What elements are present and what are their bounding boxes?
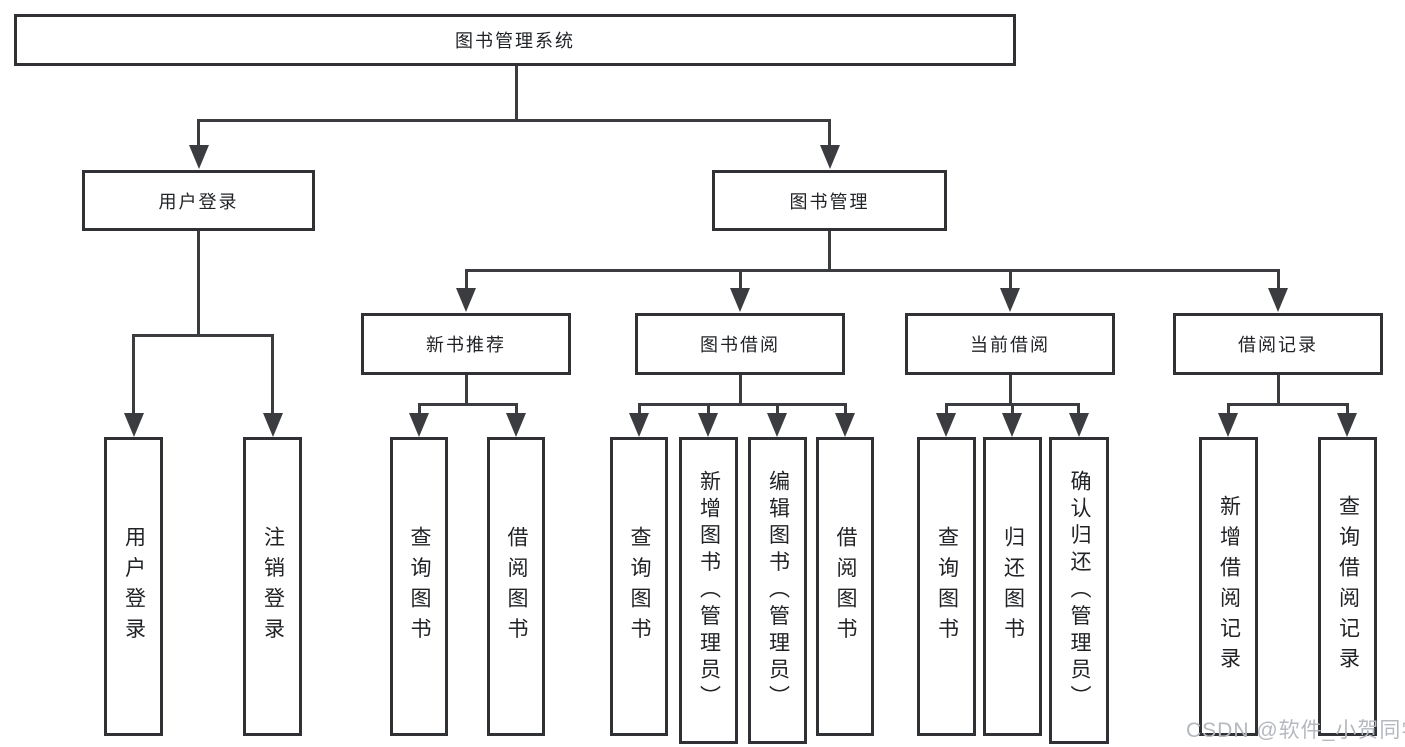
connector-line <box>1227 403 1349 406</box>
arrow-down-icon <box>456 288 476 312</box>
leaf-return-books: 归还图书 <box>983 437 1042 736</box>
arrow-down-icon <box>629 413 649 437</box>
arrow-down-icon <box>1337 413 1357 437</box>
connector-line <box>1227 403 1230 417</box>
arrow-down-icon <box>820 145 840 169</box>
arrow-down-icon <box>409 413 429 437</box>
node-root: 图书管理系统 <box>14 14 1016 66</box>
arrow-down-icon <box>263 413 283 437</box>
node-current-borrow: 当前借阅 <box>905 313 1115 375</box>
csdn-watermark: CSDN @软件_小贺同学 <box>1186 719 1405 742</box>
connector-line <box>844 403 847 417</box>
connector-line <box>132 334 274 337</box>
arrow-down-icon <box>189 145 209 169</box>
leaf-add-books-admin: 新增图书（管理员） <box>679 437 738 744</box>
connector-line <box>828 119 831 153</box>
connector-line <box>1077 403 1080 417</box>
connector-line <box>197 119 831 122</box>
arrow-down-icon <box>767 413 787 437</box>
leaf-borrow-books: 借阅图书 <box>816 437 874 736</box>
connector-line <box>638 403 641 417</box>
node-book-borrow: 图书借阅 <box>635 313 845 375</box>
connector-line <box>739 374 742 406</box>
connector-line <box>465 269 468 295</box>
connector-line <box>739 269 742 295</box>
arrow-down-icon <box>1218 413 1238 437</box>
arrow-down-icon <box>936 413 956 437</box>
leaf-query-books: 查询图书 <box>390 437 448 736</box>
connector-line <box>418 403 421 417</box>
connector-line <box>1011 403 1014 417</box>
connector-line <box>197 119 200 153</box>
arrow-down-icon <box>1268 288 1288 312</box>
connector-line <box>1009 374 1012 406</box>
leaf-query-borrow-record: 查询借阅记录 <box>1318 437 1377 736</box>
connector-line <box>418 403 518 406</box>
connector-line <box>1346 403 1349 417</box>
arrow-down-icon <box>1000 288 1020 312</box>
connector-line <box>1009 269 1012 295</box>
leaf-borrow-books: 借阅图书 <box>487 437 545 736</box>
leaf-add-borrow-record: 新增借阅记录 <box>1199 437 1258 736</box>
connector-line <box>776 403 779 417</box>
connector-line <box>638 403 847 406</box>
arrow-down-icon <box>1069 413 1089 437</box>
arrow-down-icon <box>506 413 526 437</box>
connector-line <box>465 374 468 406</box>
connector-line <box>707 403 710 417</box>
leaf-logout-login: 注销登录 <box>243 437 302 736</box>
leaf-edit-books-admin: 编辑图书（管理员） <box>748 437 807 744</box>
leaf-query-books: 查询图书 <box>610 437 668 736</box>
leaf-user-login: 用户登录 <box>104 437 163 736</box>
arrow-down-icon <box>730 288 750 312</box>
connector-line <box>1277 269 1280 295</box>
leaf-confirm-return-admin: 确认归还（管理员） <box>1049 437 1109 744</box>
connector-line <box>1277 374 1280 406</box>
arrow-down-icon <box>835 413 855 437</box>
node-new-book-recommend: 新书推荐 <box>361 313 571 375</box>
connector-line <box>271 334 274 414</box>
connector-line <box>132 334 135 414</box>
node-borrow-records: 借阅记录 <box>1173 313 1383 375</box>
connector-line <box>515 403 518 417</box>
leaf-query-books: 查询图书 <box>917 437 976 736</box>
arrow-down-icon <box>1002 413 1022 437</box>
node-user-login: 用户登录 <box>82 170 315 231</box>
connector-line <box>828 229 831 271</box>
arrow-down-icon <box>124 413 144 437</box>
connector-line <box>515 66 518 122</box>
arrow-down-icon <box>698 413 718 437</box>
connector-line <box>197 229 200 337</box>
connector-line <box>945 403 948 417</box>
connector-line <box>465 269 1280 272</box>
node-book-management: 图书管理 <box>712 170 947 231</box>
